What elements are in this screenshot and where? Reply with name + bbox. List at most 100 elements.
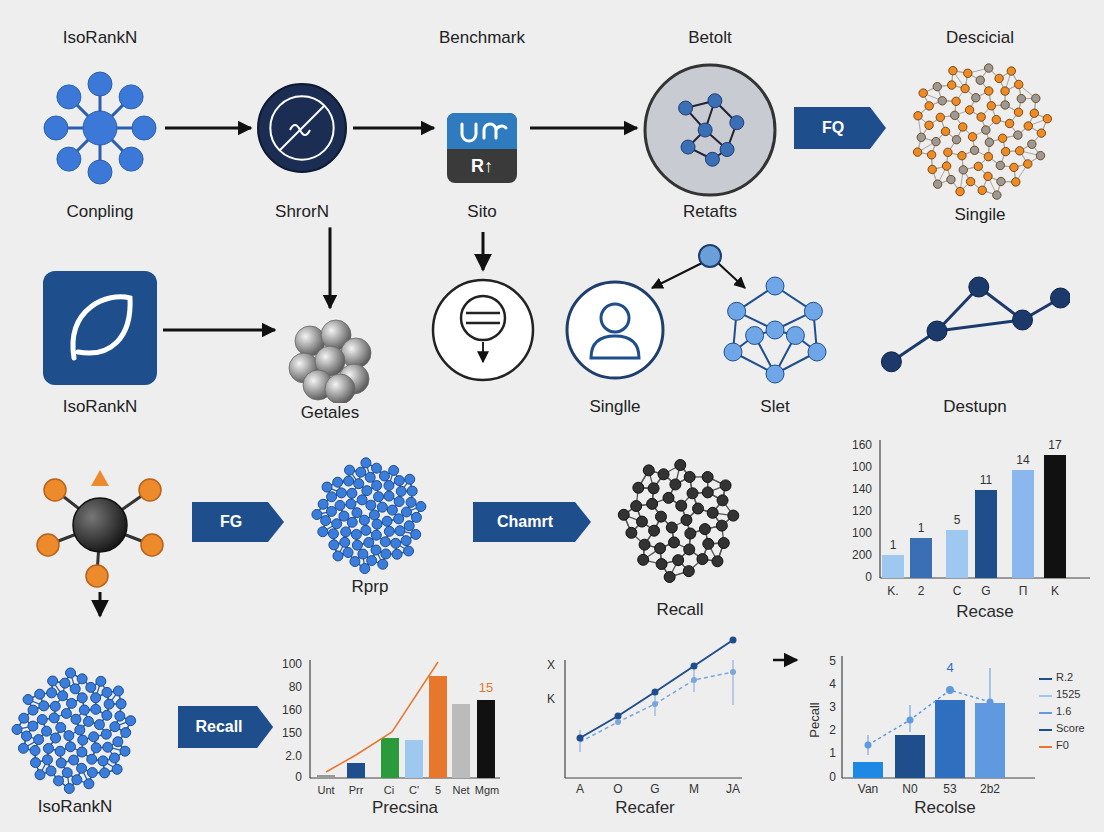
chart-text: Van — [858, 783, 878, 797]
arrow-tag: FG — [192, 502, 284, 542]
node-label: Sito — [467, 202, 496, 222]
icon-node: BetoltRetafts — [642, 28, 778, 223]
chart-text: 4 — [829, 678, 836, 692]
chart-text: 100 — [852, 461, 872, 475]
icon-node: DescicialSingile — [905, 28, 1055, 226]
node-icon — [310, 455, 430, 575]
chart-text: 150 — [282, 727, 302, 741]
chart-text: 140 — [852, 483, 872, 497]
node-label: ShrorN — [275, 202, 329, 222]
flow-arrow — [165, 127, 251, 130]
node-icon — [280, 313, 380, 403]
chart-text: Mgm — [475, 784, 499, 797]
chart-text: 1 — [829, 747, 836, 761]
chart-text: 3 — [829, 701, 836, 715]
flow-arrow — [329, 227, 332, 308]
chart-text: O — [613, 783, 622, 797]
tag-text: Chamrt — [497, 512, 567, 531]
chart-text: Recafer — [615, 798, 675, 818]
chart-text: 100 — [852, 527, 872, 541]
chart-text: 5 — [954, 514, 961, 528]
arrow-tag: Chamrt — [473, 502, 591, 542]
arrow-tag: FQ — [794, 107, 886, 149]
chart-text: R↑ — [471, 156, 493, 177]
node-icon — [715, 275, 835, 385]
precision-chart — [310, 660, 500, 778]
node-label: Singile — [954, 205, 1005, 225]
chart-text: K — [547, 693, 555, 707]
legend-line — [1039, 712, 1052, 714]
icon-node: ShrorN — [256, 82, 348, 222]
chart-text: 2 — [918, 585, 925, 599]
chart-text: N0 — [902, 783, 917, 797]
icon-node: Slet — [715, 275, 835, 417]
node-icon — [10, 665, 140, 795]
node-label: Destupn — [943, 397, 1006, 417]
icon-node: IsoRankN — [42, 270, 158, 417]
icon-node: Recall — [615, 455, 745, 620]
chart-text: 0 — [829, 771, 836, 785]
chart-text: Precsina — [372, 798, 438, 818]
legend-entry: Score — [1056, 722, 1085, 735]
chart-text: X — [547, 659, 555, 673]
node-icon — [40, 68, 160, 188]
chart-text: 2 — [829, 724, 836, 738]
branch-node — [652, 245, 745, 288]
recall-chart — [842, 656, 1035, 778]
legend-entry: R.2 — [1056, 671, 1073, 684]
icon-node: BenchmarkSito — [439, 28, 525, 223]
chart-text: Recolse — [914, 798, 975, 818]
legend-entry: 1525 — [1056, 688, 1080, 701]
chart-text: K — [1051, 585, 1059, 599]
chart-text: 5 — [829, 655, 836, 669]
chart-text: Unt — [317, 784, 334, 797]
legend-entry: F0 — [1056, 739, 1069, 752]
chart-text: 100 — [282, 658, 302, 672]
arrow-tag: Recall — [178, 706, 273, 748]
node-icon — [42, 270, 158, 386]
flow-arrow — [353, 127, 434, 130]
tag-text: FQ — [822, 118, 858, 137]
chart-text: 160 — [852, 439, 872, 453]
node-label: Rprp — [352, 577, 389, 597]
node-label: IsoRankN — [63, 397, 138, 417]
legend-line — [1039, 746, 1052, 748]
node-icon — [615, 455, 745, 585]
node-label: Singlle — [589, 397, 640, 417]
flow-arrow — [773, 659, 797, 662]
line-chart — [565, 637, 742, 779]
node-label: Conpling — [66, 202, 133, 222]
filter-icon — [433, 232, 533, 380]
chart-text: 160 — [282, 704, 302, 718]
chart-text: 11 — [980, 474, 992, 488]
axis-title: Pecall — [808, 702, 823, 737]
chart-text: 14 — [1016, 454, 1029, 468]
chart-text: 80 — [289, 681, 302, 695]
node-label: Recall — [656, 600, 703, 620]
icon-node: IsoRankN — [10, 665, 140, 817]
chart-text: 15 — [479, 681, 493, 696]
chart-text: G — [650, 783, 659, 797]
hub-icon — [37, 470, 163, 616]
tag-text: Recall — [195, 717, 256, 736]
chart-text: C' — [409, 784, 419, 797]
chart-text: 120 — [852, 505, 872, 519]
node-heading: Benchmark — [439, 28, 525, 48]
icon-node: Rprp — [310, 455, 430, 597]
chart-text: 4 — [946, 661, 953, 676]
chart-text: A — [576, 783, 584, 797]
chart-text: Net — [452, 784, 469, 797]
node-icon — [905, 55, 1055, 205]
chart-text: 1 — [918, 522, 925, 536]
node-label: IsoRankN — [38, 797, 113, 817]
chart-text: Recase — [956, 602, 1014, 622]
tag-text: FG — [220, 512, 256, 531]
chart-text: 2.0 — [285, 750, 302, 764]
chart-text: 5 — [435, 784, 441, 797]
node-heading: IsoRankN — [63, 28, 138, 48]
chart-text: C — [953, 585, 962, 599]
node-icon — [256, 82, 348, 174]
chart-text: JA — [726, 783, 740, 797]
